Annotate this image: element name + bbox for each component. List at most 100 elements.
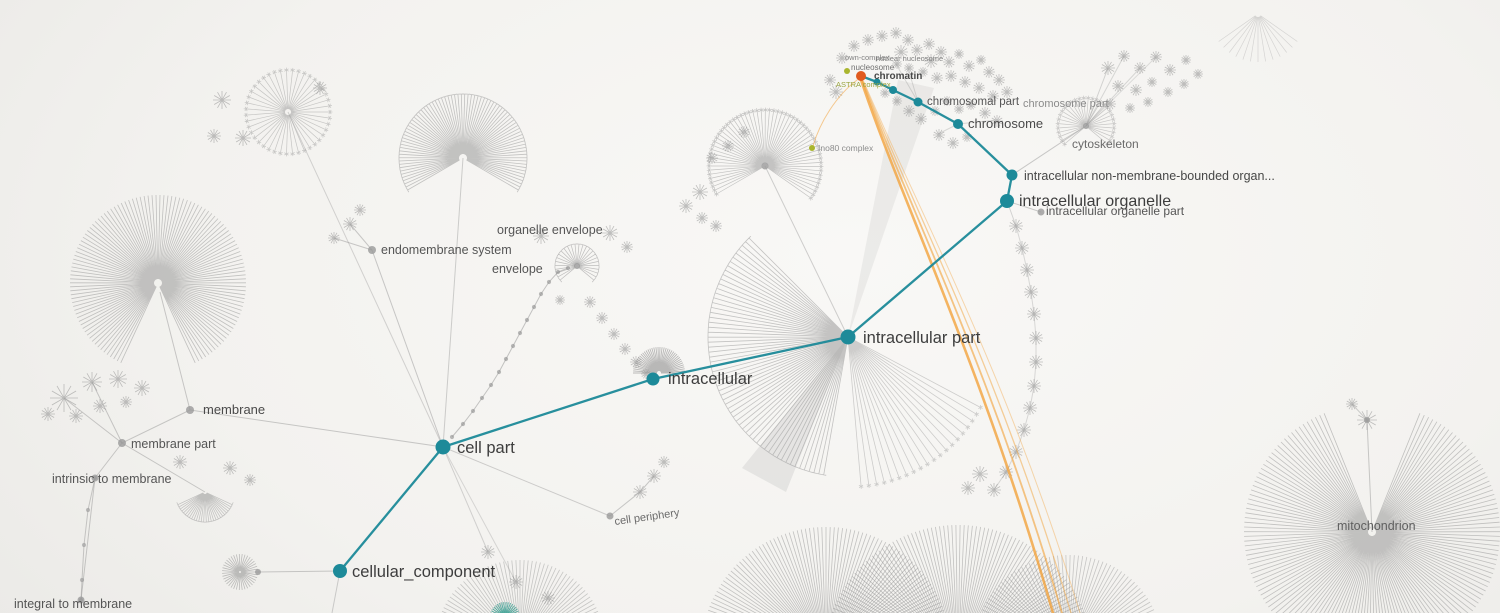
fan-cluster [243,67,333,157]
term-label[interactable]: Ino80 complex [818,143,874,153]
edge-bundle-beam [848,80,934,337]
term-label[interactable]: cell part [457,439,515,457]
term-node-minor[interactable] [1364,417,1370,423]
term-node-minor[interactable] [368,246,376,254]
highlighted-path-edge [651,335,850,381]
tree-edge [1033,361,1037,387]
term-node[interactable] [809,145,815,151]
tree-edge [257,570,341,573]
term-label[interactable]: nucleosome [851,63,895,72]
tree-edge [1021,247,1028,271]
term-label[interactable]: chromosome part [1023,98,1109,110]
tree-edge [63,397,123,444]
term-node[interactable] [1006,169,1018,181]
chain-node [510,343,516,349]
tree-edge [442,446,611,517]
fan-cluster [1055,95,1117,147]
term-node[interactable] [953,119,963,129]
term-label[interactable]: chromosomal part [927,96,1020,108]
term-label[interactable]: envelope [492,262,543,276]
term-label[interactable]: organelle envelope [497,223,603,237]
highlighted-path-edge [916,100,960,126]
chain-node [524,317,530,323]
fan-cluster [831,524,1085,613]
tree-edge [609,491,641,517]
term-node-minor[interactable] [1083,123,1089,129]
term-node[interactable] [913,97,923,107]
term-label[interactable]: intracellular part [863,329,981,347]
term-label[interactable]: integral to membrane [14,597,132,611]
tree-edge [121,442,206,493]
chain-node [503,356,509,362]
term-node-minor[interactable] [91,474,99,482]
leaf-bursts [41,27,1377,605]
term-label[interactable]: intracellular organelle part [1046,204,1185,218]
chain-node [555,269,561,275]
term-node[interactable] [856,71,866,81]
chain-node [479,395,485,401]
term-node-minor[interactable] [574,263,580,269]
fan-cluster [222,553,258,591]
term-label[interactable]: intracellular [668,370,753,388]
term-node-minor[interactable] [77,596,85,604]
fan-cluster [176,492,234,523]
term-label[interactable]: chromatin [874,71,922,82]
fan-cluster [981,554,1155,613]
tree-edge [287,111,444,448]
tree-edge [1026,269,1032,293]
tree-edge [349,223,373,251]
term-label[interactable]: membrane part [131,437,216,451]
term-node[interactable] [435,439,451,455]
term-node-minor[interactable] [118,439,126,447]
term-node-minor[interactable] [1037,208,1045,216]
term-label[interactable]: membrane [203,402,265,417]
tree-edge [371,249,444,448]
tree-edge [1085,56,1157,127]
term-label[interactable]: cytoskeleton [1072,137,1139,151]
term-label[interactable]: nuclear nucleosome [876,54,943,63]
tree-edge [94,442,123,479]
term-label[interactable]: intracellular non-membrane-bounded organ… [1024,169,1275,183]
term-node[interactable] [646,372,660,386]
term-label[interactable]: intrinsic to membrane [52,472,172,486]
orange-flow-edge [862,80,1072,613]
tree-edge [1085,55,1125,127]
tree-edge [639,475,655,493]
chain-node [546,279,552,285]
term-node-minor[interactable] [255,569,261,575]
term-label[interactable]: chromosome [968,116,1043,131]
term-node-minor[interactable] [186,406,194,414]
term-label[interactable]: mitochondrion [1337,519,1416,533]
term-label[interactable]: cellular_component [352,563,496,581]
tree-edge [1085,67,1141,127]
term-node[interactable] [840,329,856,345]
term-label[interactable]: endomembrane system [381,243,512,257]
chain-node [488,382,494,388]
orange-flow-edge [861,79,1063,613]
chain-node [538,291,544,297]
term-label[interactable]: cell periphery [614,507,681,528]
tree-edge [1030,291,1035,315]
orange-flow-edge [812,79,858,147]
term-label[interactable]: intracellular organelle [1019,193,1171,210]
fan-cluster [848,338,983,489]
term-node-minor[interactable] [606,512,614,520]
highlighted-path-edge [441,377,655,449]
term-node[interactable] [333,564,347,578]
term-node[interactable] [889,86,897,94]
tree-edge [1085,67,1109,127]
term-node[interactable] [1000,194,1014,208]
fan-cluster [398,93,528,193]
tree-edge [1011,125,1087,176]
orange-flow-edge [859,78,1055,613]
tree-edge [764,165,849,338]
term-label[interactable]: own-complex [845,53,889,62]
term-label[interactable]: ASTRA complex [836,80,891,89]
term-node[interactable] [844,68,850,74]
term-node[interactable] [873,78,881,86]
tree-edge [907,67,919,103]
fan-cluster [69,194,247,363]
term-node-minor[interactable] [761,162,769,170]
